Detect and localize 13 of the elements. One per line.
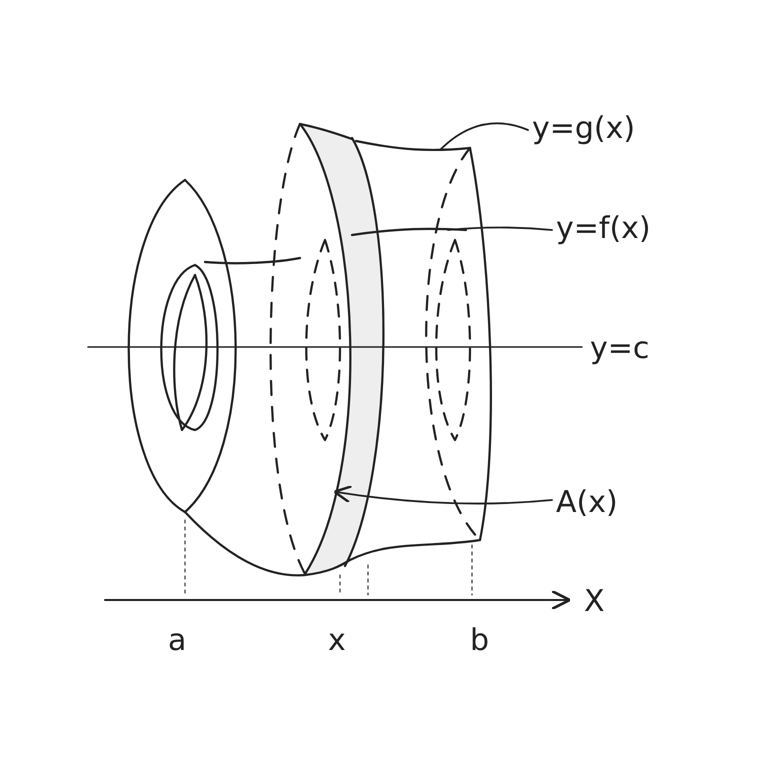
axis-label: y=c [590, 332, 650, 366]
leader-line [439, 122, 529, 151]
axis-tick-label: x [328, 624, 346, 658]
curve-label: y=g(x) [532, 112, 636, 146]
axis-tick-label: b [470, 624, 490, 658]
axis-tick-label: a [168, 624, 186, 658]
outer-curve [354, 140, 472, 152]
inner-curve [350, 228, 468, 236]
curve-label: A(x) [556, 486, 618, 520]
leader-line [447, 226, 553, 231]
leader-arrow [333, 484, 553, 504]
axis-label: X [584, 585, 605, 619]
curve-label: y=f(x) [556, 212, 651, 246]
